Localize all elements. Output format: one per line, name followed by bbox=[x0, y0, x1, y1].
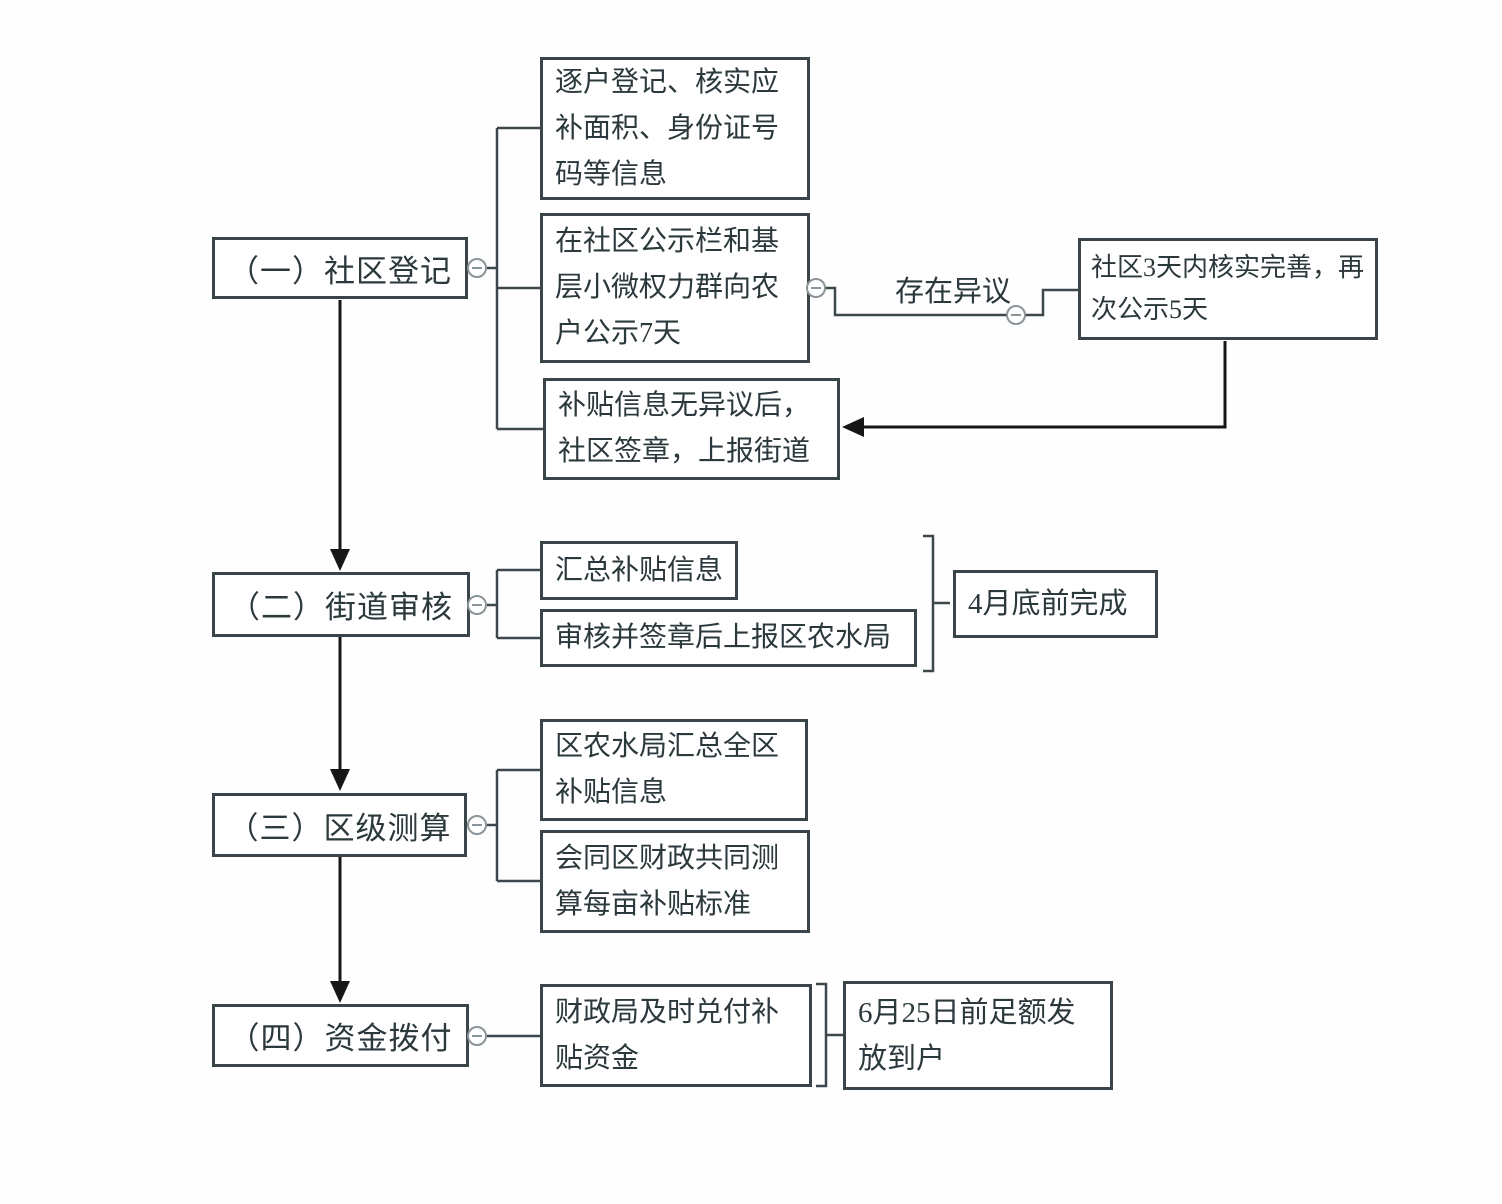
task-text: 逐户登记、核实应补面积、身份证号码等信息 bbox=[555, 66, 780, 190]
stage-box-street-review: （二）街道审核 bbox=[212, 572, 470, 637]
task-text: 审核并签章后上报区农水局 bbox=[555, 622, 892, 653]
task-text: 会同区财政共同测算每亩补贴标准 bbox=[555, 842, 780, 920]
task-box-fund-disbursement: 财政局及时兑付补贴资金 bbox=[540, 984, 812, 1087]
arrowhead-stage2-to-stage3 bbox=[330, 769, 350, 791]
deadline-text: 6月25日前足额发放到户 bbox=[858, 996, 1076, 1075]
task-box-review-sign-report: 审核并签章后上报区农水局 bbox=[540, 609, 917, 667]
collapse-icon-stage1 bbox=[467, 258, 487, 278]
stage2-branch-tree-line bbox=[486, 568, 540, 640]
task-box-district-summary: 区农水局汇总全区补贴信息 bbox=[540, 719, 808, 821]
stage2-deadline-bracket bbox=[923, 534, 950, 673]
task-box-register-households: 逐户登记、核实应补面积、身份证号码等信息 bbox=[540, 57, 810, 200]
stage1-branch-tree-line bbox=[486, 126, 543, 431]
stage-label: （一）社区登记 bbox=[228, 253, 452, 289]
stage-box-district-calculation: （三）区级测算 bbox=[212, 793, 467, 857]
objection-return-line bbox=[864, 341, 1227, 429]
stage-box-fund-allocation: （四）资金拨付 bbox=[212, 1004, 469, 1067]
objection-return-arrowhead bbox=[842, 417, 864, 437]
arrowhead-stage1-to-stage2 bbox=[330, 549, 350, 571]
stage-label: （二）街道审核 bbox=[229, 590, 453, 625]
stage-label: （四）资金拨付 bbox=[228, 1021, 453, 1056]
deadline-box-end-of-april: 4月底前完成 bbox=[953, 570, 1158, 638]
stage4-deadline-bracket bbox=[816, 982, 843, 1088]
deadline-text: 4月底前完成 bbox=[968, 588, 1128, 620]
arrowhead-stage3-to-stage4 bbox=[330, 981, 350, 1003]
deadline-box-june-25: 6月25日前足额发放到户 bbox=[843, 981, 1113, 1090]
task-box-summarize-subsidy-info: 汇总补贴信息 bbox=[540, 541, 738, 600]
task-text: 社区3天内核实完善，再次公示5天 bbox=[1091, 253, 1365, 324]
objection-action-box: 社区3天内核实完善，再次公示5天 bbox=[1078, 238, 1378, 340]
task-text: 在社区公示栏和基层小微权力群向农户公示7天 bbox=[555, 226, 780, 349]
task-box-no-objection-report: 补贴信息无异议后，社区签章，上报街道 bbox=[543, 378, 840, 480]
stage3-branch-tree-line bbox=[486, 768, 540, 883]
task-box-publicity-7-days: 在社区公示栏和基层小微权力群向农户公示7天 bbox=[540, 213, 810, 363]
stage-box-community-registration: （一）社区登记 bbox=[212, 237, 468, 299]
task-text: 补贴信息无异议后，社区签章，上报街道 bbox=[558, 390, 811, 467]
collapse-icon-stage3 bbox=[467, 815, 487, 835]
task-text: 汇总补贴信息 bbox=[555, 554, 724, 586]
task-text: 财政局及时兑付补贴资金 bbox=[555, 996, 780, 1074]
task-box-joint-calculation: 会同区财政共同测算每亩补贴标准 bbox=[540, 830, 810, 933]
collapse-icon-stage4 bbox=[467, 1026, 487, 1046]
stage-label: （三）区级测算 bbox=[227, 810, 452, 846]
collapse-icon-stage2 bbox=[467, 595, 487, 615]
objection-condition-label: 存在异议 bbox=[894, 276, 1011, 308]
task-text: 区农水局汇总全区补贴信息 bbox=[555, 731, 780, 808]
